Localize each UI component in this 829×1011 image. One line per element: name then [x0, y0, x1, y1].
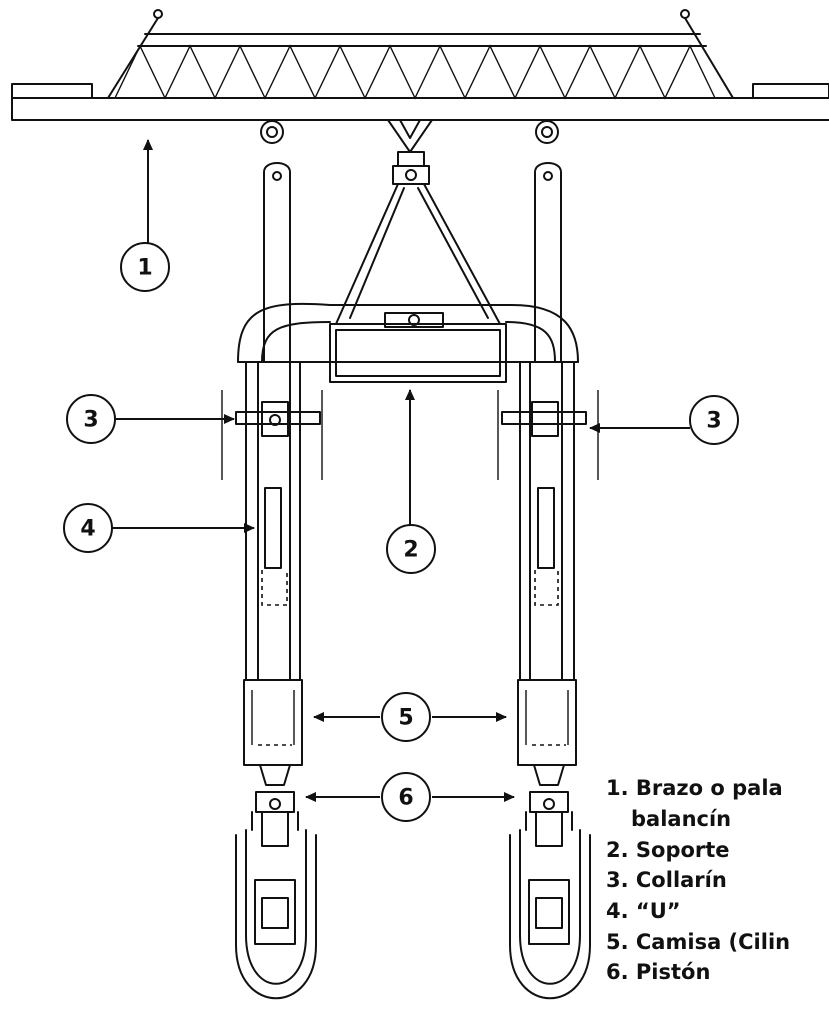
legend-item-4: 4. “U” — [606, 899, 681, 923]
callout-5-label: 5 — [398, 706, 413, 731]
legend-item-5: 5. Camisa (Cilin — [606, 930, 790, 954]
callout-4: 4 — [63, 503, 113, 553]
callout-2: 2 — [386, 524, 436, 574]
callout-6: 6 — [381, 772, 431, 822]
legend-item-3: 3. Collarín — [606, 868, 727, 892]
legend-item-1: 1. Brazo o pala — [606, 776, 783, 800]
u-yoke — [237, 302, 579, 363]
legend-item-6: 6. Pistón — [606, 960, 710, 984]
left-column — [221, 162, 323, 1000]
callout-6-label: 6 — [398, 786, 413, 811]
pivot-rings — [260, 120, 559, 144]
callout-1: 1 — [120, 242, 170, 292]
support-hanger — [329, 119, 507, 383]
legend: 1. Brazo o pala balancín 2. Soporte 3. C… — [606, 776, 790, 984]
rocker-arm-beam — [11, 9, 829, 121]
leader-lines — [112, 139, 690, 802]
callout-5: 5 — [381, 692, 431, 742]
legend-item-1-continued: balancín — [631, 807, 731, 831]
right-column — [497, 162, 599, 1000]
callout-3-left-label: 3 — [83, 408, 98, 433]
callout-3-right-label: 3 — [706, 409, 721, 434]
legend-item-2: 2. Soporte — [606, 838, 730, 862]
callout-2-label: 2 — [403, 538, 418, 563]
callout-3-left: 3 — [66, 394, 116, 444]
callout-4-label: 4 — [80, 517, 95, 542]
callout-3-right: 3 — [689, 395, 739, 445]
callout-1-label: 1 — [137, 256, 152, 281]
